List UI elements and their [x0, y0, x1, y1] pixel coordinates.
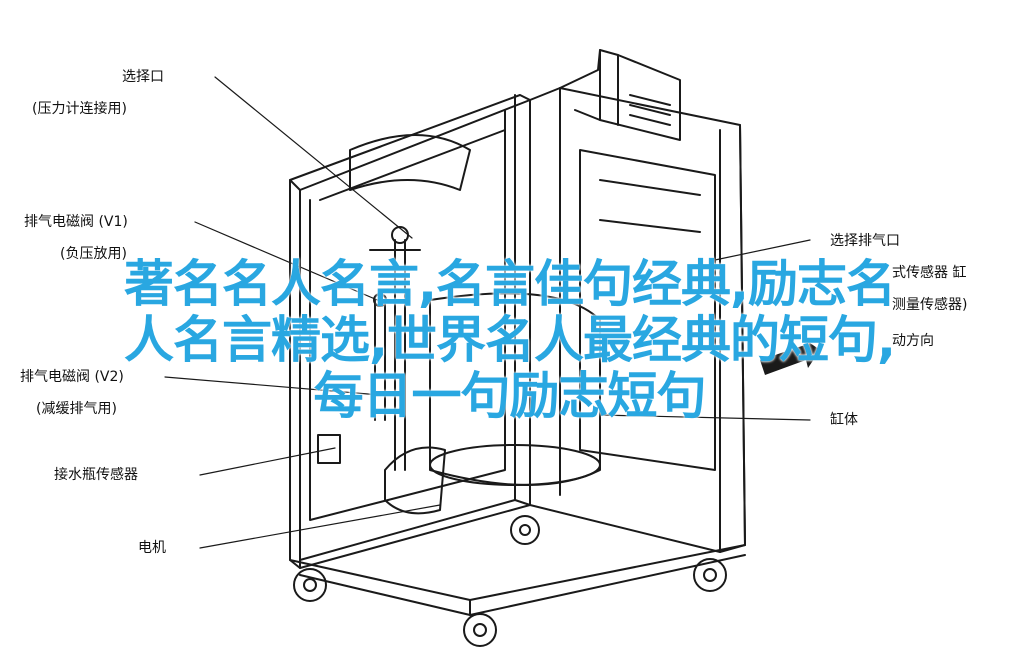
cylinder-body [429, 292, 601, 486]
inner-chamber [579, 149, 716, 471]
overlay-line-2: 人名言精选,世界名人最经典的短句, [124, 311, 896, 369]
top-control-box [559, 49, 681, 141]
bottom-frame [289, 544, 746, 601]
label-water-bottle-sensor: 接水瓶传感器 [54, 467, 138, 483]
cabinet-front-post [514, 94, 531, 506]
motor [384, 446, 446, 515]
label-direction: 动方向 [892, 333, 934, 349]
label-sensor-right-1: 式传感器 缸 [892, 265, 967, 281]
label-exhaust-valve-v1-note: (负压放用) [60, 246, 127, 262]
direction-arrow [760, 338, 820, 375]
label-exhaust-valve-v1: 排气电磁阀 (V1) [24, 214, 128, 230]
fan-housing [349, 134, 471, 191]
pipe-assembly [369, 239, 421, 471]
overlay-line-1: 著名名人名言,名言佳句经典,励志名 [124, 255, 896, 313]
label-select-port: 选择口 [122, 69, 164, 85]
casters [293, 515, 727, 647]
label-cylinder: 缸体 [830, 412, 858, 428]
label-exhaust-valve-v2-note: (减缓排气用) [36, 401, 117, 417]
overlay-line-3: 每日一句励志短句 [313, 367, 707, 425]
label-select-port-note: (压力计连接用) [32, 101, 127, 117]
label-exhaust-valve-v2: 排气电磁阀 (V2) [20, 369, 124, 385]
sensor-box [317, 434, 341, 464]
label-motor: 电机 [138, 540, 166, 556]
label-sensor-right-2: 测量传感器) [892, 297, 968, 313]
leader-lines [164, 76, 811, 549]
label-select-exhaust-port: 选择排气口 [830, 233, 900, 249]
